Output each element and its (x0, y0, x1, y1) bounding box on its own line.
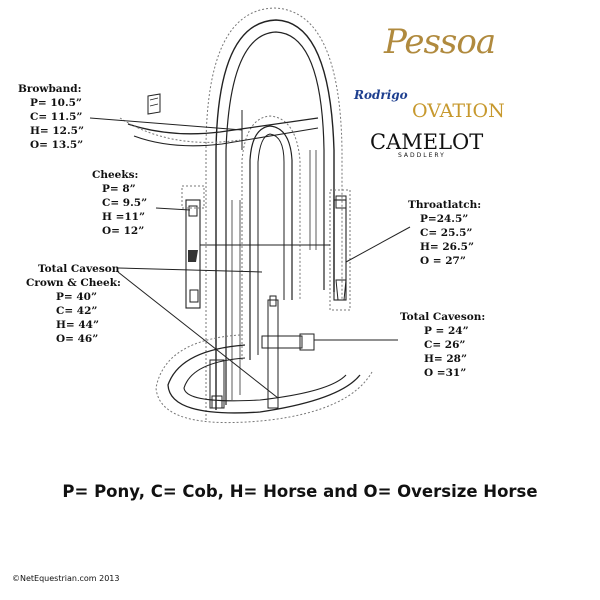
browband-value: P= 10.5” (30, 97, 82, 109)
throatlatch-label: Throatlatch: P=24.5” C= 25.5” H= 26.5” O… (408, 198, 481, 268)
left-cheekpiece (181, 185, 205, 309)
throatlatch-strap (329, 189, 351, 311)
camelot-logo: CAMELOT (370, 130, 484, 154)
rodrigo-logo: Rodrigo (354, 88, 408, 102)
cheeks-title: Cheeks: (92, 169, 139, 181)
caveson-crown-value: C= 42” (56, 305, 98, 317)
total-caveson-title: Total Caveson: (400, 311, 486, 323)
copyright-notice: ©NetEquestrian.com 2013 (12, 574, 120, 583)
caveson-crown-value: O= 46” (56, 333, 99, 345)
caveson-crown-value: P= 40” (56, 291, 98, 303)
caveson-headpiece (249, 125, 293, 360)
caveson-crown-value: H= 44” (56, 319, 100, 331)
cheeks-value: O= 12” (102, 225, 145, 237)
throatlatch-value: O = 27” (420, 255, 466, 267)
browband-value: H= 12.5” (30, 125, 84, 137)
caveson-crown-subtitle: Crown & Cheek: (26, 277, 121, 289)
browband (127, 117, 319, 135)
total-caveson-label: Total Caveson: P = 24” C= 26” H= 28” O =… (400, 310, 485, 380)
throatlatch-title: Throatlatch: (408, 199, 482, 211)
throatlatch-value: P=24.5” (420, 213, 469, 225)
leader-lines (89, 117, 411, 399)
cheeks-label: Cheeks: P= 8” C= 9.5” H =11” O= 12” (92, 168, 147, 238)
total-caveson-value: O =31” (424, 367, 467, 379)
pessoa-logo: Pessoa (384, 22, 496, 62)
throatlatch-value: H= 26.5” (420, 241, 474, 253)
size-legend: P= Pony, C= Cob, H= Horse and O= Oversiz… (62, 482, 538, 501)
browband-title: Browband: (18, 83, 82, 95)
cheeks-value: H =11” (102, 211, 146, 223)
caveson-noseband (155, 295, 373, 423)
browband-value: O= 13.5” (30, 139, 84, 151)
total-caveson-value: C= 26” (424, 339, 466, 351)
ovation-logo: OVATION (412, 100, 505, 122)
camelot-saddlery-text: SADDLERY (398, 152, 446, 159)
cheeks-value: C= 9.5” (102, 197, 148, 209)
browband-label: Browband: P= 10.5” C= 11.5” H= 12.5” O= … (18, 82, 84, 152)
caveson-crown-label: Total Caveson Crown & Cheek: P= 40” C= 4… (26, 262, 121, 346)
total-caveson-value: H= 28” (424, 353, 468, 365)
caveson-crown-title: Total Caveson (38, 263, 120, 275)
crownpiece (215, 19, 335, 410)
cheeks-value: P= 8” (102, 183, 136, 195)
total-caveson-value: P = 24” (424, 325, 469, 337)
crown-dotted-outline (205, 7, 343, 420)
throatlatch-value: C= 25.5” (420, 227, 473, 239)
browband-value: C= 11.5” (30, 111, 83, 123)
